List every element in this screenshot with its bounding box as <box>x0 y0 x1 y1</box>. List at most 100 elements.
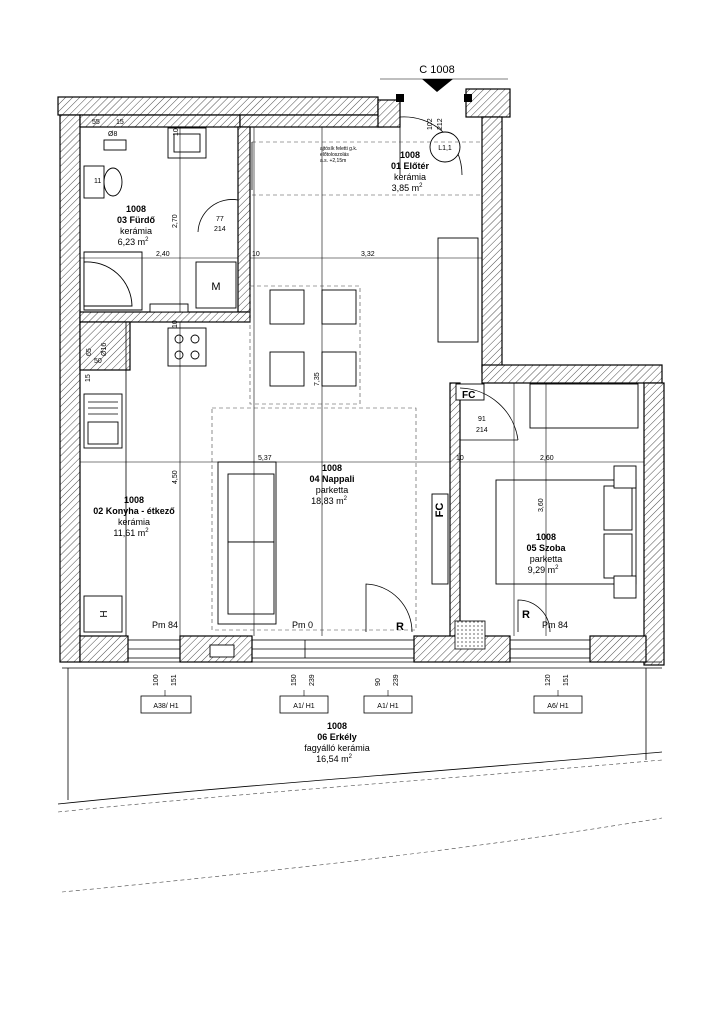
erkely-area: 16,54 m2 <box>316 754 353 764</box>
szoba-name: 05 Szoba <box>526 543 566 553</box>
erkely-floor: fagyálló kerámia <box>304 743 370 753</box>
nappali-floor: parketta <box>316 485 349 495</box>
dim-260: 2,60 <box>540 455 554 462</box>
fc-label-bedroom: FC <box>462 390 475 401</box>
sill-height-living: Pm 0 <box>292 620 313 630</box>
living-fixtures: FC R <box>211 237 479 633</box>
dim-10-b: 10 <box>252 251 260 258</box>
window-1-height: 151 <box>171 674 178 686</box>
dim-240: 2,40 <box>156 251 170 258</box>
dim-d8: Ø8 <box>108 131 117 138</box>
wardrobe-hall <box>437 237 479 343</box>
dim-332: 3,32 <box>361 251 375 258</box>
eloter-area: 3,85 m2 <box>392 183 424 193</box>
furdo-number: 1008 <box>126 204 146 214</box>
room-label-furdo: 1008 03 Fürdő kerámia 6,23 m2 <box>117 204 156 247</box>
bath-partition-horizontal <box>79 311 251 323</box>
door-jamb-left <box>377 99 401 128</box>
fc-unit <box>431 493 449 585</box>
section-arrow-icon <box>422 79 453 92</box>
window-3-width: 90 <box>375 678 382 686</box>
bathroom-fixtures: M <box>83 127 237 313</box>
top-wall-left <box>79 114 241 128</box>
dim-d16: Ø16 <box>101 343 108 356</box>
bedroom-partition <box>449 382 461 649</box>
top-wall-mid <box>239 114 383 128</box>
column <box>454 620 486 650</box>
eloter-area-sup: 2 <box>419 183 423 189</box>
dim-10-a: 10 <box>173 128 180 136</box>
konyha-name: 02 Konyha - étkező <box>93 506 175 516</box>
eloter-name: 01 Előtér <box>391 161 430 171</box>
shaft-wall <box>79 321 131 371</box>
dim-212: 212 <box>437 118 444 130</box>
szoba-area-value: 9,29 m <box>528 565 556 575</box>
dim-537: 5,37 <box>258 455 272 462</box>
dim-360: 3,60 <box>538 498 545 512</box>
dimension-lines <box>80 127 644 636</box>
dim-735: 7,35 <box>314 372 321 386</box>
konyha-number: 1008 <box>124 495 144 505</box>
window-4-height: 151 <box>563 674 570 686</box>
erkely-name: 06 Erkély <box>317 732 357 742</box>
room-label-szoba: 1008 05 Szoba parketta 9,29 m2 <box>526 532 566 575</box>
eloter-area-value: 3,85 m <box>392 183 420 193</box>
szoba-number: 1008 <box>536 532 556 542</box>
erkely-number: 1008 <box>327 721 347 731</box>
dining-set <box>249 285 361 405</box>
nappali-area: 18,83 m2 <box>311 496 348 506</box>
furdo-area: 6,23 m2 <box>118 237 150 247</box>
top-right-wall <box>465 88 511 118</box>
bath-partition-vertical <box>237 126 251 313</box>
sill-height-kitchen: Pm 84 <box>152 620 178 630</box>
hall-note: ajtósík feletti g.k. előtoloszolás a.s. … <box>320 146 357 164</box>
balcony <box>57 661 663 893</box>
dim-65: 65 <box>86 348 93 356</box>
room-label-nappali: 1008 04 Nappali parketta 18,83 m2 <box>309 463 354 506</box>
dim-102: 102 <box>427 118 434 130</box>
window-tag-1: A38/ H1 <box>153 703 178 710</box>
window-tag-2: A1/ H1 <box>293 703 315 710</box>
szoba-area-sup: 2 <box>555 565 559 571</box>
window-tag-3: A1/ H1 <box>377 703 399 710</box>
nappali-area-value: 18,83 m <box>311 496 344 506</box>
nappali-number: 1008 <box>322 463 342 473</box>
windows-bottom <box>127 639 591 659</box>
dim-214-b: 214 <box>476 427 488 434</box>
konyha-floor: kerámia <box>118 517 150 527</box>
window-4-width: 120 <box>545 674 552 686</box>
fc-label-living: FC <box>434 503 446 518</box>
erkely-area-value: 16,54 m <box>316 754 349 764</box>
szoba-floor: parketta <box>530 554 563 564</box>
note-line-1: ajtósík feletti g.k. <box>320 146 357 152</box>
window-tags: A38/ H1 A1/ H1 A1/ H1 A6/ H1 <box>140 690 583 714</box>
dim-10-c: 10 <box>172 320 179 328</box>
dimension-labels: 55 15 Ø8 11 10 2,70 77 214 2,40 10 3,32 … <box>85 118 554 512</box>
window-1-width: 100 <box>153 674 160 686</box>
dim-214-a: 214 <box>214 226 226 233</box>
bedroom-wardrobe <box>529 383 639 429</box>
nappali-area-sup: 2 <box>344 496 348 502</box>
entrance-door: L1,1 <box>197 94 472 233</box>
konyha-area-value: 11,61 m <box>113 528 145 538</box>
dim-77: 77 <box>216 216 224 223</box>
dim-15: 15 <box>116 119 124 126</box>
konyha-area: 11,61 m2 <box>113 528 149 538</box>
radiator-symbol-bedroom: R <box>522 609 530 621</box>
boiler-box <box>195 261 237 309</box>
window-2-width: 150 <box>291 674 298 686</box>
room-label-erkely: 1008 06 Erkély fagyálló kerámia 16,54 m2 <box>304 721 370 764</box>
top-wall-strip <box>57 96 379 116</box>
section-marker-label: C 1008 <box>419 64 454 76</box>
door-type-label: L1,1 <box>438 145 452 152</box>
facade-wall-4 <box>589 635 647 663</box>
window-2-height: 239 <box>309 674 316 686</box>
erkely-area-sup: 2 <box>349 754 353 760</box>
furdo-area-sup: 2 <box>145 237 149 243</box>
sill-height-bedroom: Pm 84 <box>542 620 568 630</box>
room-label-eloter: 1008 01 Előtér kerámia 3,85 m2 <box>391 150 430 193</box>
note-line-2: előtoloszolás <box>320 152 349 158</box>
dim-50: 50 <box>94 358 102 365</box>
konyha-area-sup: 2 <box>145 528 149 534</box>
